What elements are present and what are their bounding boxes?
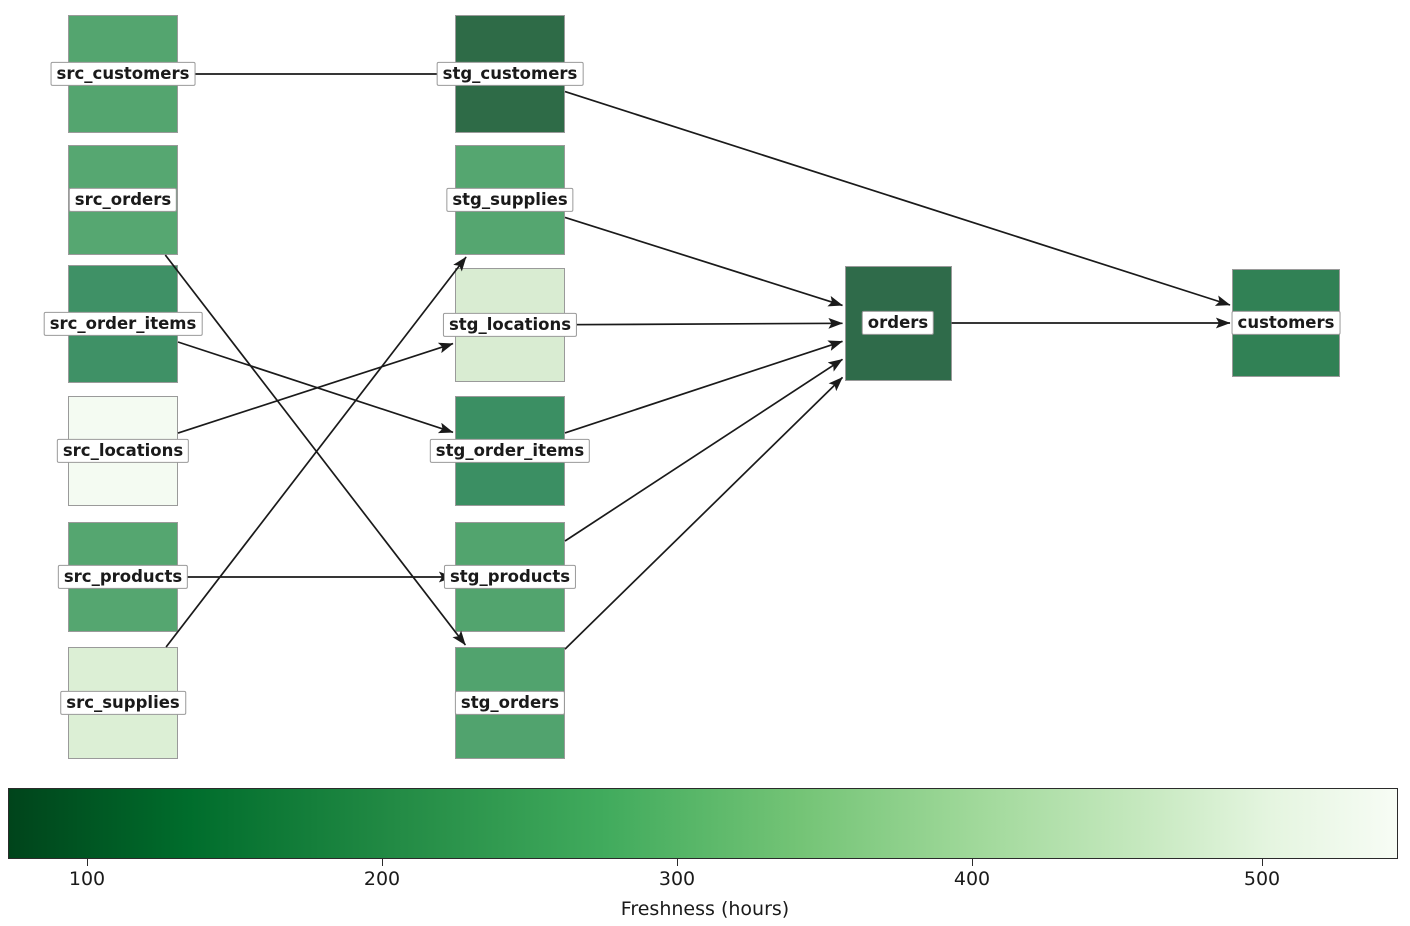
edge-group	[164, 73, 1231, 650]
edge-src_supplies-to-stg_supplies	[165, 256, 467, 648]
node-label-customers[interactable]: customers	[1231, 310, 1341, 336]
node-label-src_customers[interactable]: src_customers	[50, 61, 196, 87]
node-label-src_locations[interactable]: src_locations	[56, 438, 190, 464]
node-label-orders[interactable]: orders	[861, 310, 935, 336]
colorbar-tick-200	[382, 859, 383, 866]
node-label-src_products[interactable]: src_products	[57, 564, 189, 590]
colorbar-ticklabel-400: 400	[953, 868, 991, 890]
edge-stg_locations-to-orders	[564, 317, 844, 329]
node-label-stg_locations[interactable]: stg_locations	[442, 312, 578, 338]
edge-stg_customers-to-customers	[564, 90, 1231, 306]
node-label-src_supplies[interactable]: src_supplies	[60, 690, 186, 716]
freshness-colorbar	[8, 788, 1398, 859]
edge-src_orders-to-stg_orders	[164, 254, 467, 646]
node-label-stg_order_items[interactable]: stg_order_items	[429, 438, 591, 464]
colorbar-title: Freshness (hours)	[620, 898, 790, 920]
edge-stg_supplies-to-orders	[564, 216, 843, 307]
node-label-src_order_items[interactable]: src_order_items	[43, 311, 203, 337]
colorbar-ticklabel-500: 500	[1243, 868, 1281, 890]
edge-stg_orders-to-orders	[564, 376, 844, 650]
node-label-stg_orders[interactable]: stg_orders	[454, 690, 566, 716]
node-label-stg_products[interactable]: stg_products	[443, 564, 577, 590]
edge-stg_products-to-orders	[564, 358, 843, 542]
colorbar-ticklabel-200: 200	[363, 868, 401, 890]
colorbar-tick-300	[677, 859, 678, 866]
colorbar-ticklabel-100: 100	[68, 868, 106, 890]
edge-src_locations-to-stg_locations	[177, 342, 454, 434]
colorbar-tick-500	[1262, 859, 1263, 866]
colorbar-tick-400	[972, 859, 973, 866]
colorbar-tick-100	[87, 859, 88, 866]
edge-src_order_items-to-stg_order_items	[177, 341, 454, 434]
edge-stg_order_items-to-orders	[564, 340, 843, 434]
node-label-stg_supplies[interactable]: stg_supplies	[446, 187, 574, 213]
node-label-src_orders[interactable]: src_orders	[68, 187, 178, 213]
colorbar-ticklabel-300: 300	[658, 868, 696, 890]
node-label-stg_customers[interactable]: stg_customers	[436, 61, 584, 87]
